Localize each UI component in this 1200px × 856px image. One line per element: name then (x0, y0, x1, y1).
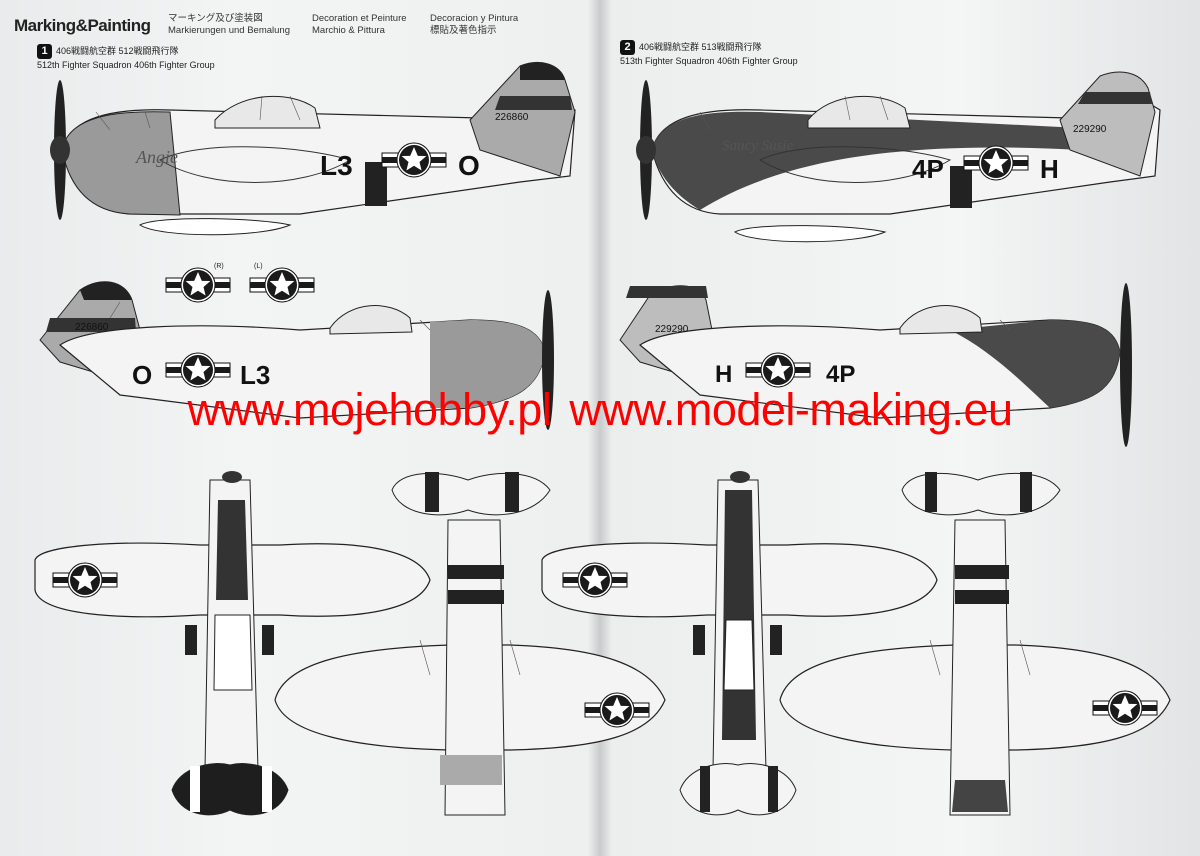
scheme-1-code-right: O (458, 150, 480, 181)
lang-fr: Decoration et Peinture (312, 13, 407, 24)
scheme-1-left-profile: L3 O 226860 Angie (50, 62, 576, 236)
scheme-1-code-right-r: O (132, 360, 152, 390)
lang-block-2: Decoration et Peinture Marchio & Pittura (312, 13, 407, 37)
scheme-2-left-profile: 4P H 229290 Saucy Susie (636, 71, 1161, 243)
scheme-1-code-left-r: L3 (240, 360, 270, 390)
scheme-2-code-right-r: H (715, 361, 732, 388)
scheme-2-top-view (541, 471, 938, 816)
lang-cn: 標貼及著色指示 (430, 25, 497, 36)
scheme-2-unit-en: 513th Fighter Squadron 406th Fighter Gro… (620, 56, 798, 66)
scheme-1-caption: 1 406戦闘航空群 512戦闘飛行隊 512th Fighter Squadro… (37, 44, 215, 71)
insignia-right-sample (166, 268, 230, 302)
scheme-2-bottom-view (779, 472, 1171, 816)
scheme-2-serial-r: 229290 (655, 324, 689, 335)
watermark-left: www.mojehobby.pl (187, 384, 552, 435)
lang-block-3: Decoracion y Pintura 標貼及著色指示 (430, 13, 518, 37)
scheme-2-serial: 229290 (1073, 124, 1107, 135)
lang-jp: マーキング及び塗装図 (168, 13, 263, 24)
scheme-1-serial: 226860 (495, 112, 529, 123)
scheme-1-unit-en: 512th Fighter Squadron 406th Fighter Gro… (37, 60, 215, 70)
scheme-1-bottom-view (274, 472, 666, 816)
lang-de: Markierungen und Bemalung (168, 25, 290, 36)
scheme-2-badge: 2 (620, 40, 635, 55)
scheme-1-top-view (34, 471, 431, 816)
scheme-2-code-left-r: 4P (826, 361, 855, 388)
scheme-1-code-left: L3 (320, 150, 353, 181)
scheme-2-nose-art: Saucy Susie (722, 138, 794, 154)
lang-it: Marchio & Pittura (312, 25, 385, 36)
scheme-2-code-right: H (1040, 154, 1059, 184)
scheme-2-caption: 2 406戦闘航空群 513戦闘飛行隊 513th Fighter Squadro… (620, 40, 798, 67)
watermark-right: www.model-making.eu (569, 384, 1013, 435)
scheme-1-badge: 1 (37, 44, 52, 59)
scheme-2-right-profile: 229290 H 4P (619, 283, 1132, 447)
callout-leaders (95, 95, 1031, 676)
insignia-label-l: (L) (254, 263, 263, 270)
scheme-1-nose-art: Angie (135, 147, 178, 167)
scheme-2-code-left: 4P (912, 154, 944, 184)
insignia-left-sample (250, 268, 314, 302)
watermark: www.mojehobby.pl www.model-making.eu (0, 384, 1200, 436)
lang-es: Decoracion y Pintura (430, 13, 519, 24)
scheme-1-unit-jp: 406戦闘航空群 512戦闘飛行隊 (56, 45, 179, 56)
insignia-label-r: (R) (214, 263, 224, 270)
scheme-1-serial-r: 226860 (75, 322, 109, 333)
scheme-2-unit-jp: 406戦闘航空群 513戦闘飛行隊 (639, 41, 762, 52)
lang-block-1: マーキング及び塗装図 Markierungen und Bemalung (168, 13, 290, 37)
page-title: Marking&Painting (14, 16, 151, 35)
scheme-1-right-profile: 226860 O L3 (R) (L) (39, 263, 554, 430)
